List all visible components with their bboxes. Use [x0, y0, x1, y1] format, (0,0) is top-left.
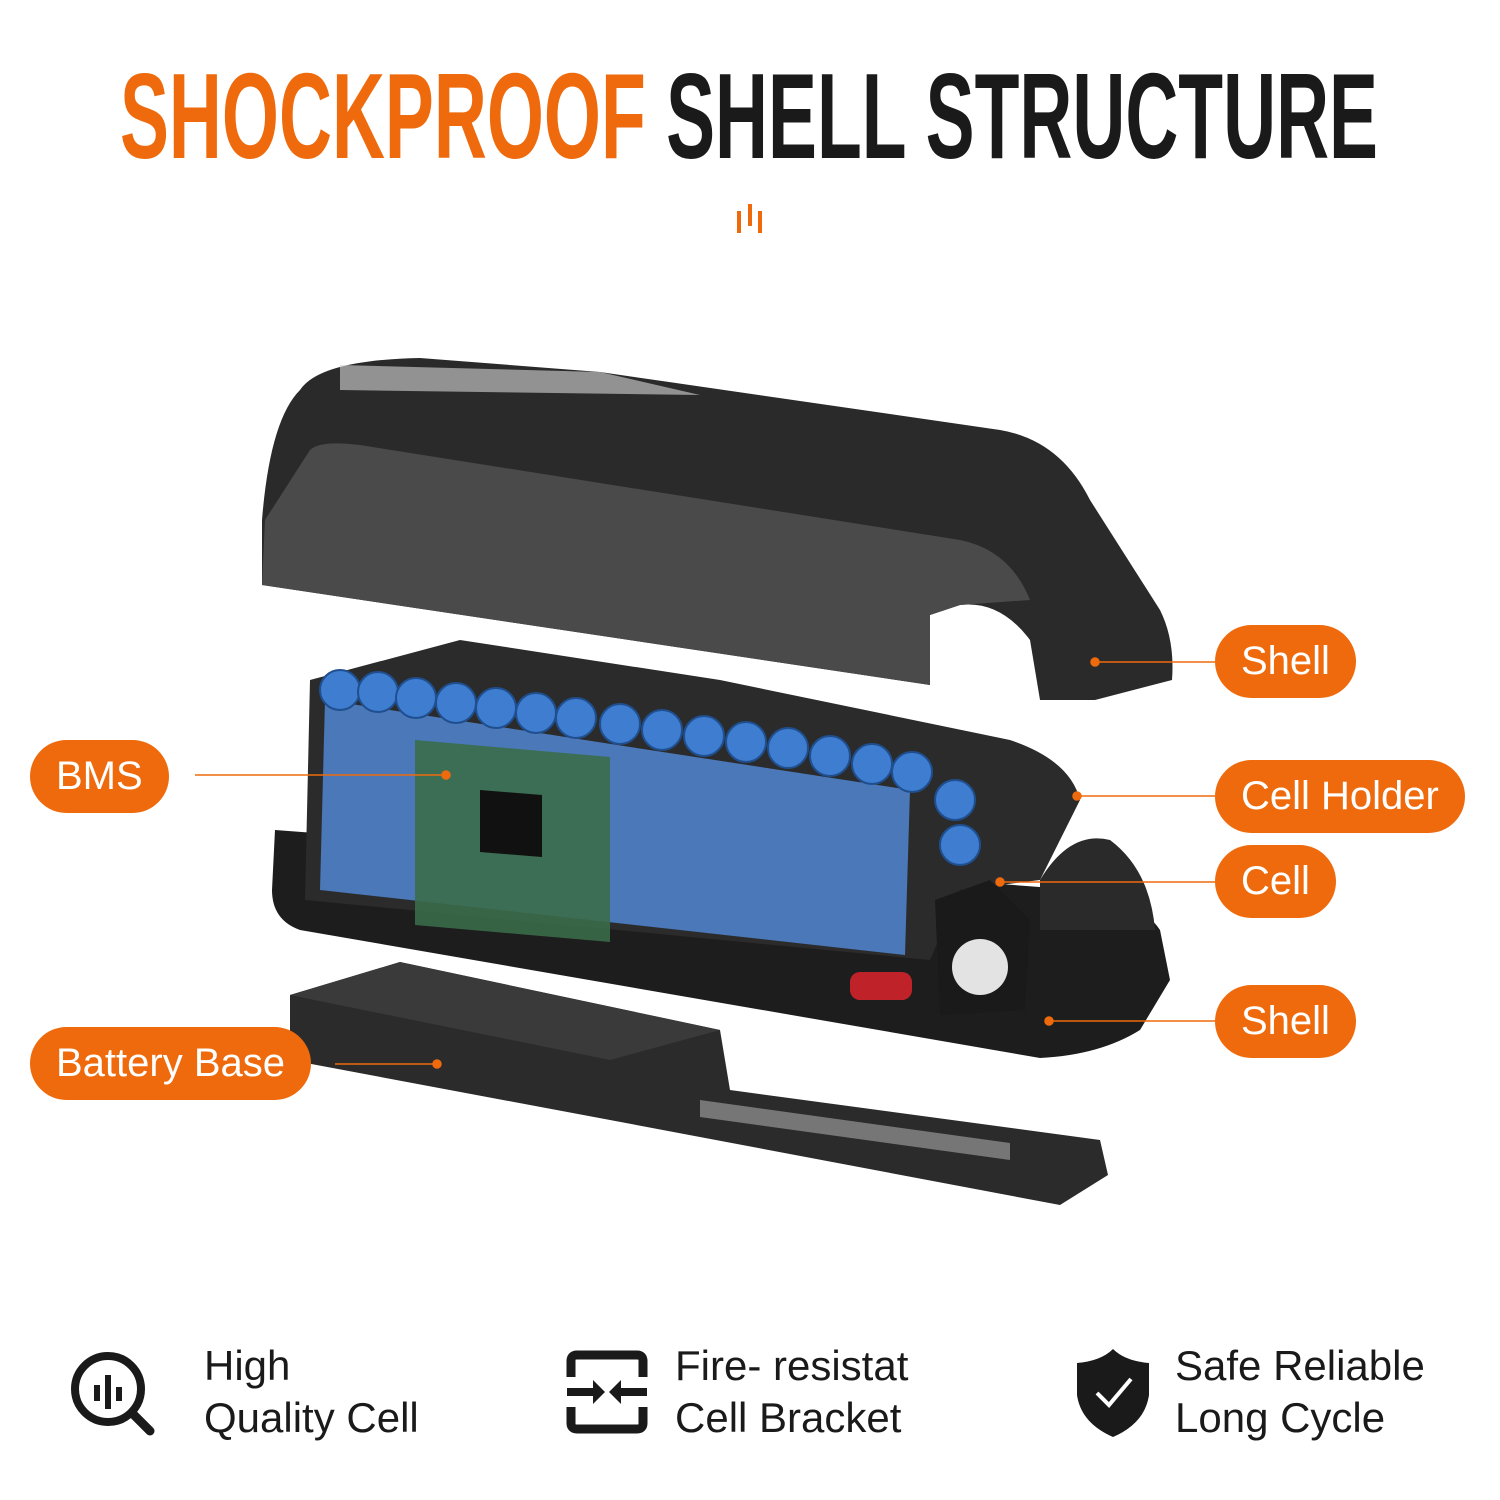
svg-text:SHOCKPROOF SHELL STRUCTURE: SHOCKPROOF SHELL STRUCTURE — [120, 50, 1378, 180]
feature-line1: Safe Reliable — [1175, 1342, 1425, 1389]
bars-decoration-icon — [737, 204, 762, 233]
battery-exploded-illustration — [195, 358, 1215, 1205]
leader-lines — [195, 657, 1215, 1069]
label-cell-holder: Cell Holder — [1215, 760, 1465, 833]
battery-base-plate — [290, 962, 1108, 1205]
label-battery-base: Battery Base — [30, 1027, 312, 1100]
label-bms: BMS — [30, 740, 169, 813]
feature-line2: Long Cycle — [1175, 1394, 1386, 1441]
feature-line1: Fire- resistat — [675, 1342, 909, 1389]
end-cap — [850, 838, 1155, 1015]
label-cell: Cell — [1215, 845, 1336, 918]
feature-safe-reliable: Safe Reliable Long Cycle — [1075, 1340, 1425, 1444]
compress-arrows-icon — [566, 1350, 648, 1434]
label-shell-bottom: Shell — [1215, 985, 1356, 1058]
feature-high-quality-cell: High Quality Cell — [66, 1340, 419, 1444]
cell-pack — [305, 640, 1080, 960]
feature-line1: High — [204, 1342, 291, 1389]
label-shell-top: Shell — [1215, 625, 1356, 698]
magnifier-chart-icon — [71, 1352, 155, 1436]
shield-check-icon — [1077, 1349, 1149, 1437]
page-title: SHOCKPROOF SHELL STRUCTURE — [120, 50, 1378, 180]
title-rest: SHELL STRUCTURE — [666, 50, 1378, 180]
title-highlight: SHOCKPROOF — [120, 50, 646, 180]
feature-fire-resistant-bracket: Fire- resistat Cell Bracket — [565, 1340, 908, 1444]
top-shell — [262, 358, 1173, 700]
feature-line2: Quality Cell — [204, 1394, 419, 1441]
feature-line2: Cell Bracket — [675, 1394, 902, 1441]
